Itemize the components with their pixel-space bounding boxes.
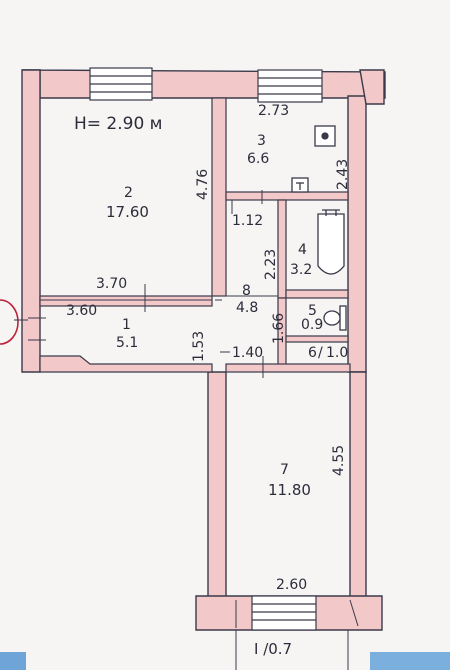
room-4-area: 3.2 bbox=[290, 262, 313, 278]
toilet-icon bbox=[323, 305, 347, 331]
dim-2-43: 2.43 bbox=[335, 158, 351, 190]
room-7-area: 11.80 bbox=[268, 481, 311, 499]
room-6-separator: / bbox=[318, 345, 323, 361]
ceiling-height: H= 2.90 м bbox=[74, 114, 163, 134]
interior-walls bbox=[39, 97, 351, 373]
dim-1-40: 1.40 bbox=[232, 345, 264, 361]
window-bottom bbox=[251, 595, 317, 631]
room-5-area: 0.9 bbox=[301, 317, 324, 333]
dim-3-60: 3.60 bbox=[66, 303, 98, 319]
room-1-area: 5.1 bbox=[116, 335, 139, 351]
stove-icon bbox=[314, 125, 336, 147]
room-5-number: 5 bbox=[308, 303, 317, 319]
window-top-right bbox=[257, 69, 323, 103]
dim-1-66: 1.66 bbox=[271, 312, 287, 344]
dim-2-73: 2.73 bbox=[258, 103, 290, 119]
room-6-number: 6 bbox=[308, 345, 317, 361]
room-2-area: 17.60 bbox=[106, 203, 149, 221]
entrance-mark-icon bbox=[0, 299, 28, 345]
footer-note: I /0.7 bbox=[254, 640, 293, 658]
sink-icon bbox=[291, 177, 309, 193]
room-8-number: 8 bbox=[242, 283, 251, 299]
dim-3-70: 3.70 bbox=[96, 276, 128, 292]
window-top-left bbox=[89, 67, 153, 101]
room-3-number: 3 bbox=[257, 133, 266, 149]
room-2-number: 2 bbox=[124, 185, 133, 201]
dim-1-53: 1.53 bbox=[191, 330, 207, 362]
room-1-number: 1 bbox=[122, 317, 131, 333]
blue-border-icon bbox=[0, 652, 450, 670]
dim-4-76: 4.76 bbox=[195, 168, 211, 200]
dim-1-12: 1.12 bbox=[232, 213, 264, 229]
room-7-number: 7 bbox=[280, 462, 289, 478]
dim-4-55: 4.55 bbox=[331, 444, 347, 476]
room-6-area: 1.0 bbox=[326, 345, 349, 361]
room-3-area: 6.6 bbox=[247, 151, 270, 167]
bathtub-icon bbox=[317, 209, 345, 275]
dim-2-23: 2.23 bbox=[263, 248, 279, 280]
room-8-area: 4.8 bbox=[236, 300, 259, 316]
dim-2-60: 2.60 bbox=[276, 577, 308, 593]
room-4-number: 4 bbox=[298, 242, 307, 258]
